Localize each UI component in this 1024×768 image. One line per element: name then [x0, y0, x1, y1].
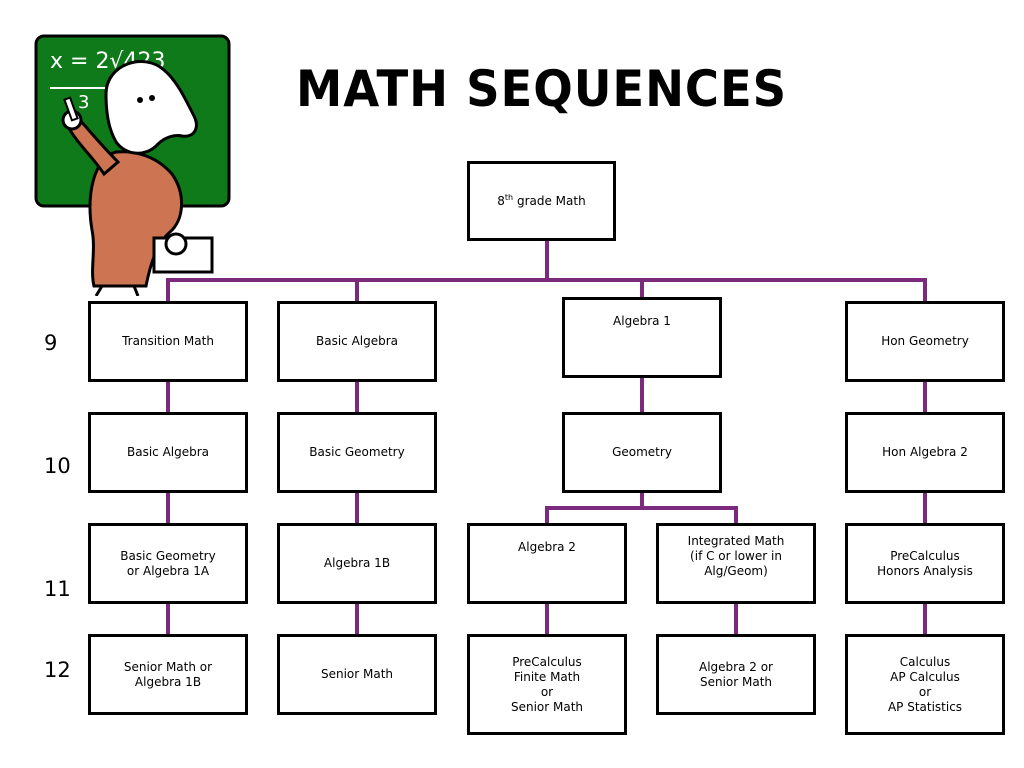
- grade-label-12: 12: [44, 658, 71, 682]
- box-geometry: Geometry: [562, 412, 722, 493]
- chalkboard-digit: 3: [78, 92, 89, 113]
- box-senior-math-col2: Senior Math: [277, 634, 437, 715]
- box-basic-geometry-or-algebra-1a: Basic Geometry or Algebra 1A: [88, 523, 248, 604]
- box-integrated-math: Integrated Math (if C or lower in Alg/Ge…: [656, 523, 816, 604]
- root-label: 8th grade Math: [497, 192, 586, 208]
- box-algebra-1: Algebra 1: [562, 297, 722, 378]
- box-transition-math: Transition Math: [88, 301, 248, 382]
- teacher-head: [104, 60, 198, 155]
- grade-label-10: 10: [44, 454, 71, 478]
- box-hon-geometry: Hon Geometry: [845, 301, 1005, 382]
- box-precalculus-honors-analysis: PreCalculus Honors Analysis: [845, 523, 1005, 604]
- box-basic-algebra-col1: Basic Algebra: [88, 412, 248, 493]
- box-hon-algebra-2: Hon Algebra 2: [845, 412, 1005, 493]
- grade-label-11: 11: [44, 577, 71, 601]
- box-basic-geometry: Basic Geometry: [277, 412, 437, 493]
- grade-label-9: 9: [44, 331, 58, 355]
- box-senior-math-or-algebra-1b: Senior Math or Algebra 1B: [88, 634, 248, 715]
- box-algebra-2-or-senior-math: Algebra 2 or Senior Math: [656, 634, 816, 715]
- box-basic-algebra-col2: Basic Algebra: [277, 301, 437, 382]
- teacher-chalkboard-illustration: x = 2√423 3: [34, 34, 231, 296]
- box-8th-grade-math: 8th grade Math: [467, 161, 616, 241]
- box-precalculus-finite-math-or-senior-math: PreCalculus Finite Math or Senior Math: [467, 634, 627, 735]
- page-title: MATH SEQUENCES: [296, 60, 788, 118]
- box-calculus-ap-calculus-or-ap-statistics: Calculus AP Calculus or AP Statistics: [845, 634, 1005, 735]
- box-algebra-1b: Algebra 1B: [277, 523, 437, 604]
- box-algebra-2: Algebra 2: [467, 523, 627, 604]
